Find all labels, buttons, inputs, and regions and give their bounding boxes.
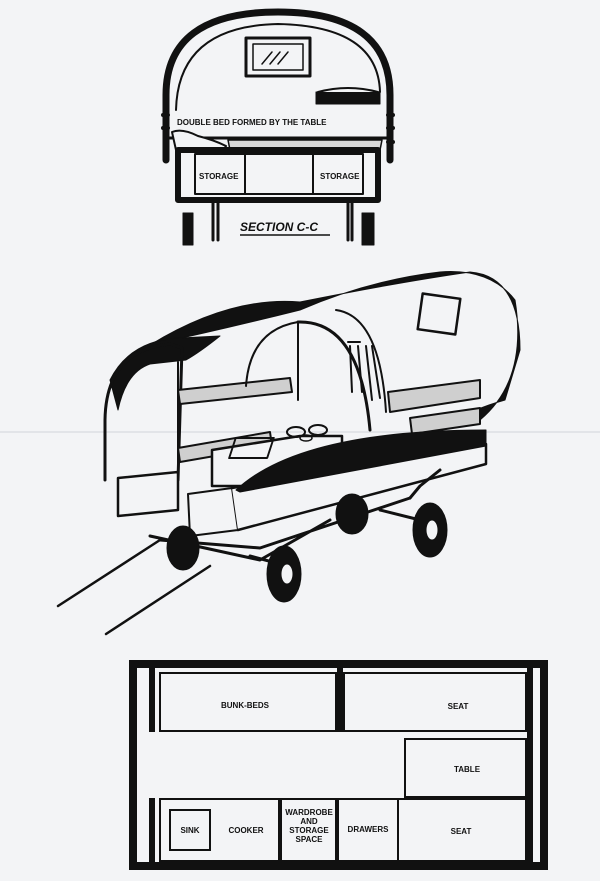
rear-wheel-far — [335, 493, 369, 535]
hob-ring-1 — [286, 426, 306, 438]
wardrobe-back — [335, 309, 387, 413]
storage-left-label: STORAGE — [199, 172, 239, 181]
wardrobe-label-line-2: AND — [300, 817, 318, 826]
section-shelf-blanket — [315, 91, 381, 105]
wardrobe-label-line-3: STORAGE — [289, 826, 329, 835]
window-glare — [261, 51, 289, 65]
front-seat-block — [116, 470, 180, 518]
floor-plan — [129, 660, 548, 870]
sink-cooker-box — [159, 798, 280, 862]
blanket-fold — [317, 87, 379, 93]
storage-right-box — [312, 153, 364, 195]
double-bed-label: DOUBLE BED FORMED BY THE TABLE — [177, 118, 327, 127]
table-box — [404, 738, 527, 798]
table-label: TABLE — [454, 765, 481, 774]
section-shell-outer — [162, 8, 394, 164]
front-wheel-hub — [280, 563, 294, 585]
section-title: SECTION C-C — [240, 220, 318, 234]
wheel-left — [182, 212, 194, 246]
sink-bowl — [228, 437, 275, 459]
section-window — [244, 36, 312, 78]
sink-label: SINK — [180, 826, 199, 835]
cutaway-illustration — [56, 271, 521, 636]
storage-middle-box — [244, 153, 314, 195]
front-arch — [103, 342, 184, 482]
wardrobe-label-line-1: WARDROBE — [285, 808, 333, 817]
wardrobe-box — [280, 798, 337, 862]
drawbar — [56, 538, 212, 636]
bunk-beds-box — [159, 672, 337, 732]
section-window-pane — [252, 43, 304, 71]
seat-bottom-box — [397, 798, 527, 862]
rear-wheel-hub — [425, 519, 439, 541]
body-side-dark — [235, 429, 487, 493]
rear-bed — [387, 379, 481, 413]
front-wheel-far — [166, 525, 200, 571]
seat-top-label: SEAT — [448, 702, 469, 711]
section-legs — [211, 201, 354, 242]
partition-door — [296, 320, 372, 432]
section-base — [175, 147, 381, 203]
floor-plan-labels: BUNK-BEDS SEAT TABLE SINK COOKER WARDROB… — [180, 701, 480, 844]
rear-seat — [409, 407, 481, 435]
seat-top-box — [343, 672, 527, 732]
section-shell-inner — [175, 23, 381, 111]
sink-box — [169, 809, 211, 851]
drawers-label: DRAWERS — [348, 825, 390, 834]
front-step — [187, 487, 239, 537]
seat-bottom-label: SEAT — [451, 827, 472, 836]
section-ribs — [161, 113, 395, 144]
upper-bunk — [177, 377, 293, 405]
wardrobe-clothes — [347, 341, 381, 401]
pillow — [171, 129, 227, 151]
bunk-beds-label: BUNK-BEDS — [221, 701, 270, 710]
wheel-right — [361, 212, 375, 246]
hob-ring-2 — [308, 424, 328, 436]
partition-left — [245, 321, 299, 401]
cooker-label: COOKER — [228, 826, 263, 835]
hob-ring-3 — [299, 434, 313, 442]
rear-axle — [378, 468, 442, 522]
storage-right-label: STORAGE — [320, 172, 360, 181]
plan-outer-wall — [129, 660, 548, 870]
rear-window — [416, 292, 462, 336]
section-c-c — [161, 8, 395, 246]
wardrobe-label-line-4: SPACE — [296, 835, 324, 844]
